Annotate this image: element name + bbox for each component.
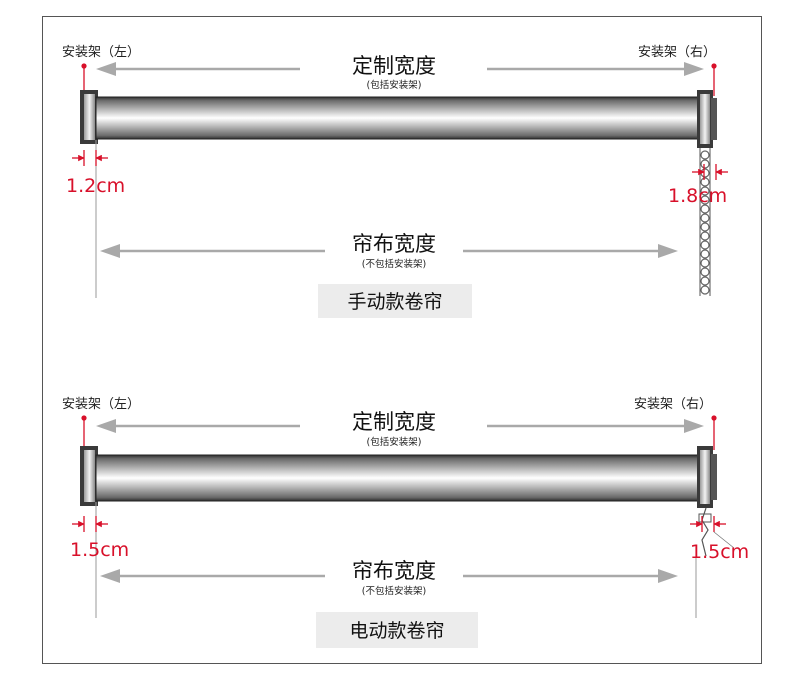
fabric-width-title: 帘布宽度 (352, 232, 436, 256)
left-bracket-label: 安装架（左） (62, 45, 140, 60)
mount-width-note: (包括安装架) (367, 436, 422, 448)
motor-wire (695, 507, 712, 618)
electric-caption: 电动款卷帘 (349, 620, 444, 642)
electric-roller-blind (80, 446, 717, 508)
electric-section: 安装架（左） 安装架（右） 定制宽度 (包括安装架) (62, 397, 749, 648)
right-bracket-marker (711, 63, 717, 96)
mount-width-arrow (96, 419, 704, 433)
right-bracket-marker (711, 415, 717, 450)
manual-section: 安装架（左） 安装架（右） 定制宽度 (包括安装架) (62, 45, 728, 318)
left-gap-indicator (72, 502, 108, 618)
fabric-width-note: (不包括安装架) (362, 258, 426, 270)
right-gap-value: 1.8cm (668, 185, 727, 207)
left-gap-value: 1.5cm (70, 539, 129, 561)
fabric-width-arrow (100, 244, 678, 258)
left-bracket-label: 安装架（左） (62, 397, 140, 412)
manual-caption: 手动款卷帘 (347, 291, 442, 313)
mount-width-title: 定制宽度 (352, 54, 436, 78)
manual-roller-blind (80, 90, 717, 148)
electric-caption-box (316, 612, 478, 648)
manual-caption-box (318, 284, 472, 318)
diagram-frame (42, 16, 762, 664)
right-gap-value: 1.5cm (690, 541, 749, 563)
right-gap-indicator (690, 516, 735, 549)
fabric-width-note: (不包括安装架) (362, 585, 426, 597)
mount-width-arrow (96, 62, 704, 76)
pull-chain (699, 148, 711, 296)
right-bracket-label: 安装架（右） (638, 45, 716, 60)
left-gap-value: 1.2cm (66, 175, 125, 197)
fabric-width-arrow (100, 569, 678, 583)
right-gap-indicator (692, 164, 728, 180)
fabric-width-title: 帘布宽度 (352, 559, 436, 583)
left-bracket-marker (81, 415, 87, 450)
left-gap-indicator (72, 140, 108, 298)
mount-width-title: 定制宽度 (352, 410, 436, 434)
mount-width-note: (包括安装架) (367, 79, 422, 91)
right-bracket-label: 安装架（右） (634, 397, 712, 412)
